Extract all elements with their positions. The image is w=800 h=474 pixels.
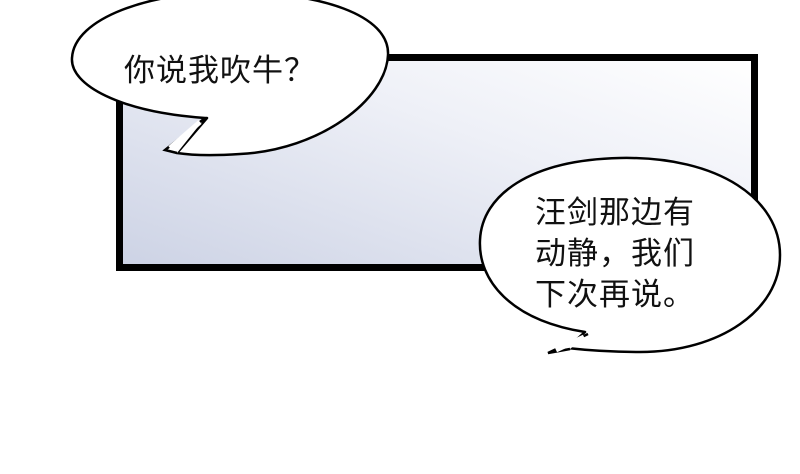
speech-line: 动静，我们	[535, 236, 695, 272]
speech-bubble-1	[70, 0, 390, 157]
speech-text-1: 你说我吹牛？	[124, 51, 316, 92]
speech-line: 你说我吹牛？	[124, 53, 316, 89]
speech-text-2: 汪剑那边有 动静，我们 下次再说。	[535, 193, 695, 316]
speech-line: 下次再说。	[535, 277, 695, 313]
speech-line: 汪剑那边有	[535, 195, 695, 231]
speech-bubble-2	[478, 156, 782, 354]
